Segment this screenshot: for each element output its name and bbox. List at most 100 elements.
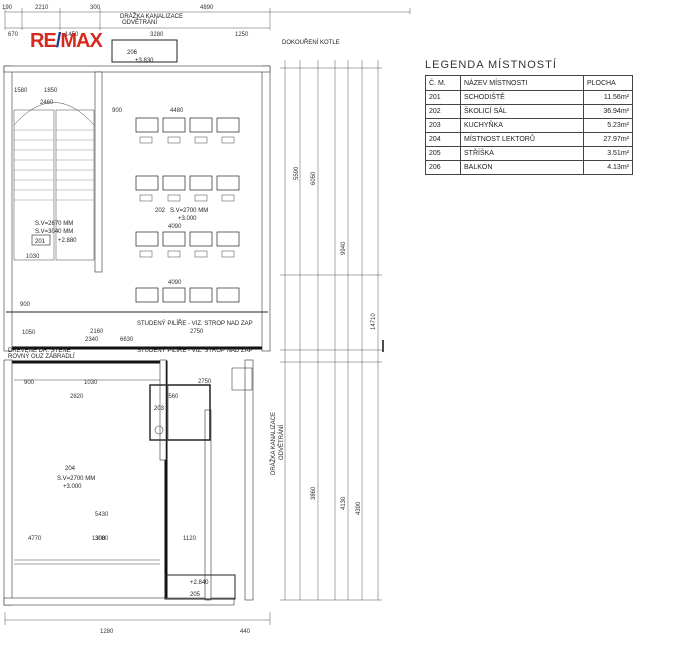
room-201-sv2: S.V=3040 MM [35,229,73,235]
legend-table: Č. M. NÁZEV MÍSTNOSTI PLOCHA 201 SCHODIŠ… [425,75,633,175]
legend-name: KUCHYŇKA [460,118,584,133]
room-202-number: 202 [155,208,166,214]
note-kanal-2a: DRÁŽKA KANALIZACE [269,412,277,475]
outer-walls [4,66,270,604]
dim-top-1: 190 [2,5,13,11]
dim-inner-10: 1560 [165,394,179,400]
room-203-number: 203 [154,406,165,412]
legend-row: 204 MÍSTNOST LEKTORŮ 27.97m² [425,132,633,147]
right-dimension-chains [280,60,382,601]
legend-area: 11.56m² [583,90,633,105]
top-dimension-chain [4,8,411,30]
legend-name: STŘÍŠKA [460,146,584,161]
bottom-dimension-chain [4,612,271,625]
note-left-1: DŘEVĚNÉ DR. STĚNE [8,346,71,354]
legend-num: 202 [425,104,461,119]
dim-right-5: 3860 [311,486,317,500]
dim-inner-8: 2750 [190,329,204,335]
dim-left-9: 2820 [70,394,84,400]
window-lines [14,379,160,565]
legend-name: ŠKOLICÍ SÁL [460,104,584,119]
logo-re: RE [30,30,57,52]
legend-num: 205 [425,146,461,161]
dim-top-7: 3280 [150,32,164,38]
dim-left-2: 1850 [44,88,58,94]
kitchen-counter [149,384,169,441]
dim-inner-7: 6630 [120,337,134,343]
legend-num: 201 [425,90,461,105]
room-204-number: 204 [65,466,76,472]
vent-shaft [231,367,253,391]
sink-icon [154,425,164,435]
logo-slash: / [55,30,61,52]
note-odvetrani: ODVĚTRÁNÍ [122,18,157,26]
room-206-level: +3.830 [135,58,154,64]
note-kanalizace: DRÁŽKA KANALIZACE [120,12,183,20]
dim-right-7: 4390 [356,501,362,515]
note-left-2: ROVNÝ OUZ ZÁBRADLÍ [8,353,75,360]
logo-max: MAX [60,30,102,52]
dim-inner-9: 2750 [198,379,212,385]
legend-header-num: Č. M. [425,75,461,91]
staircase [13,102,95,261]
legend-area: 36.94m² [583,104,633,119]
room-205-number: 205 [190,592,201,598]
dim-inner-12: 3080 [95,536,109,542]
dim-inner-3: 4090 [168,224,182,230]
dim-right-2: 6050 [311,171,317,185]
note-pilir-1: STUDENÝ PILÍŘE - VIZ. STROP NAD ZAP [137,319,253,327]
room-201-level: +2.880 [58,238,77,244]
balcony-206 [111,39,178,63]
room-204-sv: S.V=2700 MM [57,476,95,482]
dim-left-7: 900 [24,380,35,386]
desk-grid [135,117,240,303]
dim-inner-6: 2340 [85,337,99,343]
dim-inner-5: 2160 [90,329,104,335]
dim-right-3: 9940 [341,241,347,255]
dim-top-3: 300 [90,5,101,11]
stair-treads [14,129,94,201]
room-202-level: +3.000 [178,216,197,222]
legend-area: 4.13m² [583,160,633,175]
dim-right-1: 5590 [294,166,300,180]
dim-inner-11: 5430 [95,512,109,518]
legend-row: 202 ŠKOLICÍ SÁL 36.94m² [425,104,633,119]
dim-left-12: 1280 [100,629,114,635]
dim-left-6: 1050 [22,330,36,336]
chair-rows [139,136,235,258]
legend-header-area: PLOCHA [583,75,633,91]
note-komin: DOKOUŘENÍ KOTLE [282,38,340,46]
legend-title: LEGENDA MÍSTNOSTÍ [425,59,557,71]
dim-top-5: 670 [8,32,19,38]
room-204-level: +3.000 [63,484,82,490]
dim-top-4: 4890 [200,5,214,11]
room-201-sv: S.V=2670 MM [35,221,73,227]
legend-name: MÍSTNOST LEKTORŮ [460,132,584,147]
dim-right-6: 4130 [341,496,347,510]
dim-top-2: 2210 [35,5,49,11]
kitchen-203 [149,384,211,441]
dim-left-3: 2460 [40,100,54,106]
room-206-number: 206 [127,50,138,56]
dim-left-8: 1030 [84,380,98,386]
dim-inner-2: 4480 [170,108,184,114]
dim-top-8: 1250 [235,32,249,38]
roof-205 [164,574,236,600]
legend-header-name: NÁZEV MÍSTNOSTI [460,75,584,91]
legend-area: 3.51m² [583,146,633,161]
room-201-number: 201 [35,239,46,245]
dim-top-6: 1450 [65,32,79,38]
legend-num: 204 [425,132,461,147]
dim-left-10: 4770 [28,536,42,542]
legend-row: 203 KUCHYŇKA 5.23m² [425,118,633,133]
dim-inner-14: 440 [240,629,251,635]
legend-area: 5.23m² [583,118,633,133]
dim-left-1: 1580 [14,88,28,94]
room-205-level: +2.840 [190,580,209,586]
room-202-sv: S.V=2700 MM [170,208,208,214]
legend-num: 203 [425,118,461,133]
dim-inner-4: 4090 [168,280,182,286]
wall-hatch [3,65,271,606]
legend-area: 27.97m² [583,132,633,147]
dim-inner-1: 900 [112,108,123,114]
